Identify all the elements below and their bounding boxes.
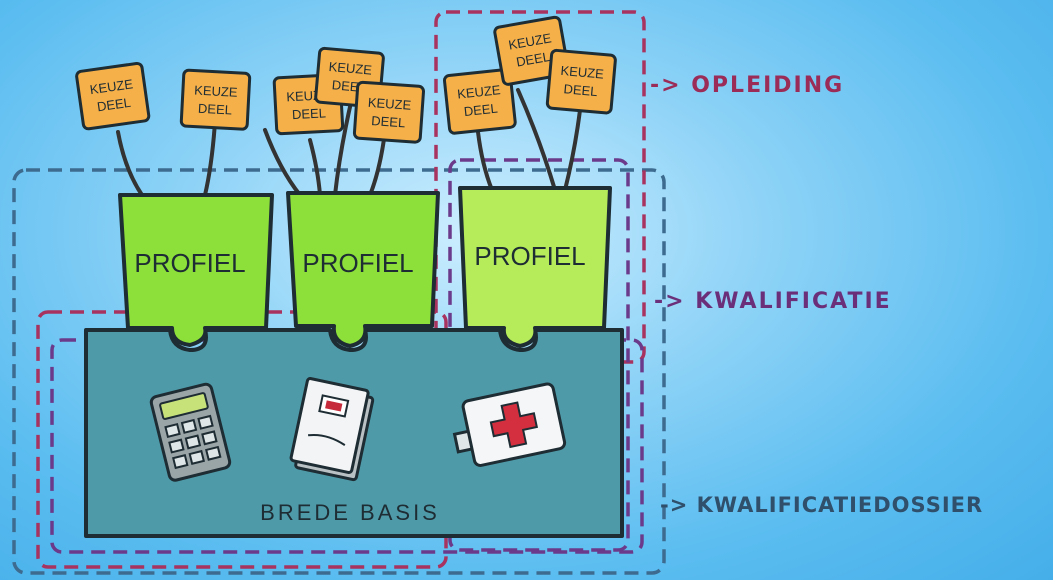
calculator-icon: [149, 382, 232, 482]
brede-basis-label: BREDE BASIS: [260, 500, 440, 525]
keuzedeel-sign-3: KEUZE DEEL: [272, 73, 345, 136]
kwalificatiedossier-inner-box: [50, 338, 644, 554]
opleiding-lower-box: [36, 310, 448, 569]
sign-text-line1: KEUZE: [194, 83, 238, 100]
sign-text-line2: DEEL: [96, 95, 132, 115]
sign-text-line2: DEEL: [292, 105, 327, 122]
keuzedeel-sign-5: KEUZE DEEL: [352, 80, 426, 144]
sign-text-line2: DEEL: [371, 113, 406, 130]
keuzedeel-sign-2: KEUZE DEEL: [179, 68, 252, 131]
sign-text-line1: KEUZE: [89, 76, 134, 97]
book-icon: [289, 377, 375, 482]
first-aid-kit-icon: [452, 382, 567, 467]
profile-label-2: PROFIEL: [302, 248, 413, 278]
profile-1: [118, 193, 274, 347]
sign-text-line2: DEEL: [563, 81, 598, 99]
profile-3: [458, 186, 612, 348]
sign-text-line1: KEUZE: [367, 95, 412, 113]
sign-strings: [116, 88, 582, 197]
kwalificatie-label: -> KWALIFICATIE: [654, 289, 892, 314]
sign-text-line2: DEEL: [463, 101, 498, 119]
profile-2: [286, 191, 440, 348]
profile-label-1: PROFIEL: [134, 248, 245, 278]
sign-text-line2: DEEL: [515, 49, 551, 70]
keuzedeel-sign-8: KEUZE DEEL: [545, 48, 617, 115]
sign-text-line1: KEUZE: [560, 63, 605, 82]
kwalificatie-box: [448, 158, 630, 552]
sign-text-line1: KEUZE: [457, 82, 502, 101]
sign-text-line1: KEUZE: [507, 30, 553, 52]
opleiding-label: -> OPLEIDING: [650, 73, 844, 98]
keuzedeel-sign-6: KEUZE DEEL: [442, 68, 517, 135]
keuzedeel-sign-1: KEUZE DEEL: [75, 61, 151, 131]
sign-text-line2: DEEL: [198, 101, 233, 118]
kwalificatiedossier-label: -> KWALIFICATIEDOSSIER: [660, 493, 983, 517]
profile-label-3: PROFIEL: [474, 241, 585, 271]
sign-text-line1: KEUZE: [328, 59, 373, 78]
